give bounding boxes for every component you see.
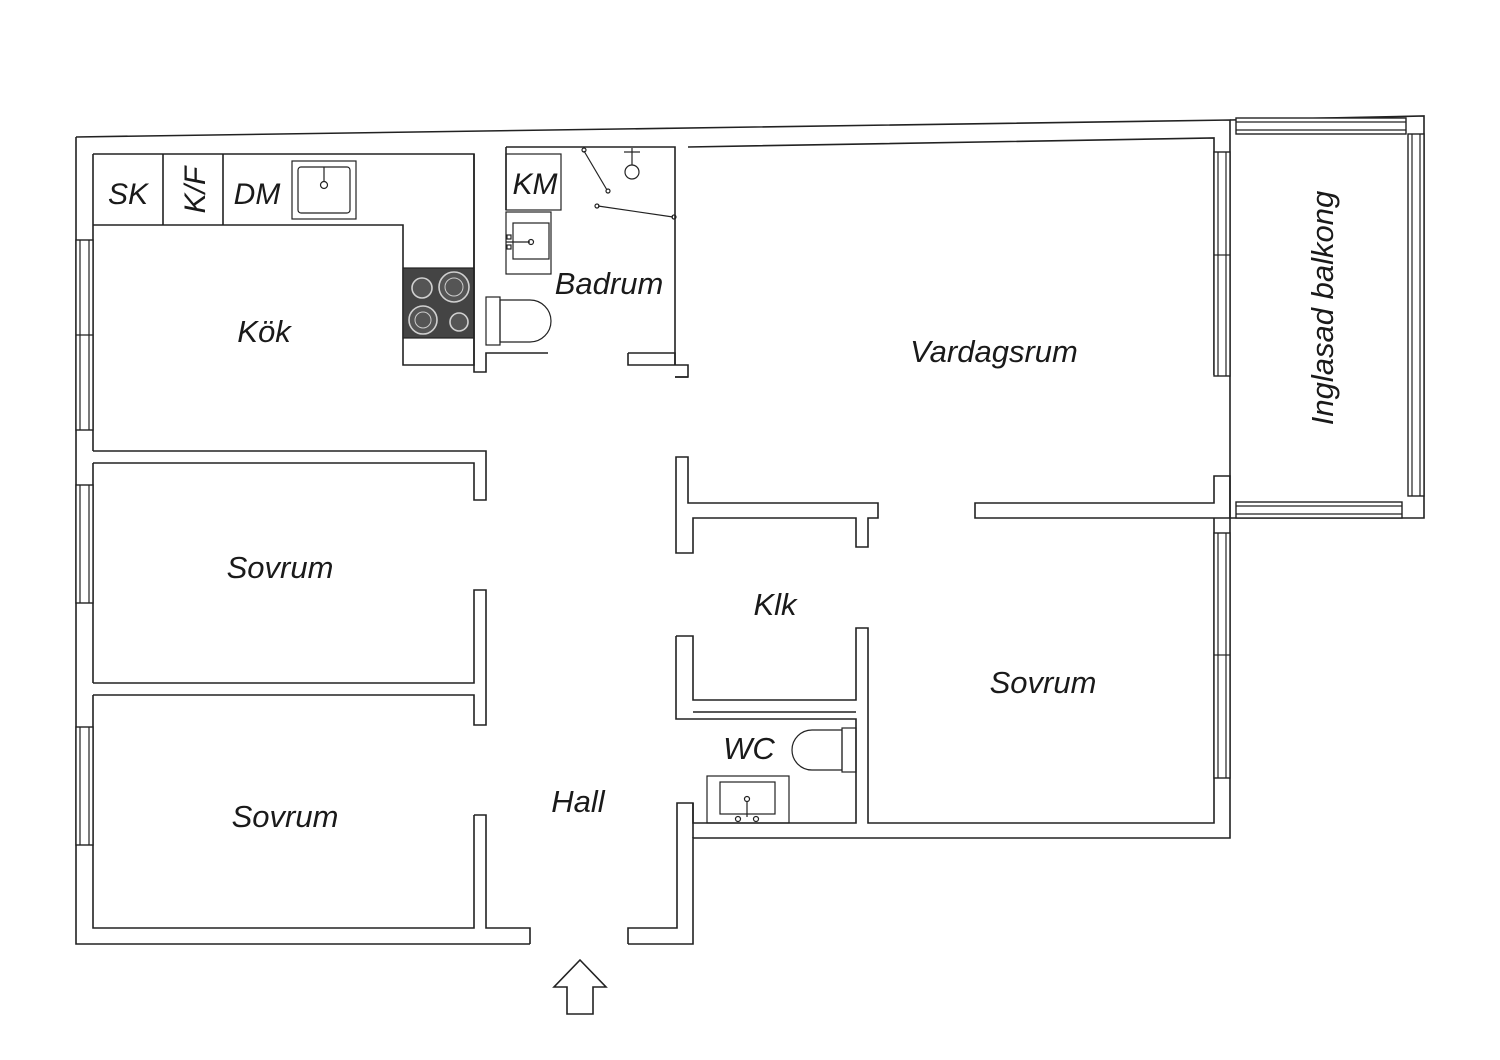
bathroom-area [473,147,689,378]
room-label-balcony: Inglasad balkong [1305,191,1340,425]
shower-icon [581,147,677,220]
hob-icon [402,267,475,339]
room-label-bedroom-3: Sovrum [990,665,1097,700]
room-label-bedroom-1: Sovrum [227,550,334,585]
room-label-living-room: Vardagsrum [910,334,1078,369]
windows-left [75,239,94,846]
wc-area [706,727,857,824]
balcony-area [1229,115,1425,519]
room-label-bedroom-2: Sovrum [232,799,339,834]
kitchen-area [93,154,487,501]
windows-right [1213,151,1231,779]
toilet-icon [485,296,552,346]
fixture-label-freezer: SK [108,178,150,211]
room-label-kitchen: Kök [237,314,292,349]
fixture-label-fridge-freezer: K/F [179,165,212,213]
fixture-label-dishwasher: DM [234,178,281,211]
entrance-arrow-icon [552,958,608,1015]
fixture-labels: SK K/F DM KM [108,165,558,213]
sink-icon [505,211,552,275]
room-label-hall: Hall [551,784,606,819]
sink-icon [706,775,790,824]
toilet-icon [791,727,857,773]
room-labels: Kök Badrum Vardagsrum Inglasad balkong S… [227,191,1340,834]
interior-walls [92,376,1231,944]
fixture-label-washing-machine: KM [513,168,558,201]
room-label-bathroom: Badrum [555,266,664,301]
room-label-closet: Klk [753,587,798,622]
sink-icon [291,160,357,220]
room-label-wc: WC [723,731,775,766]
